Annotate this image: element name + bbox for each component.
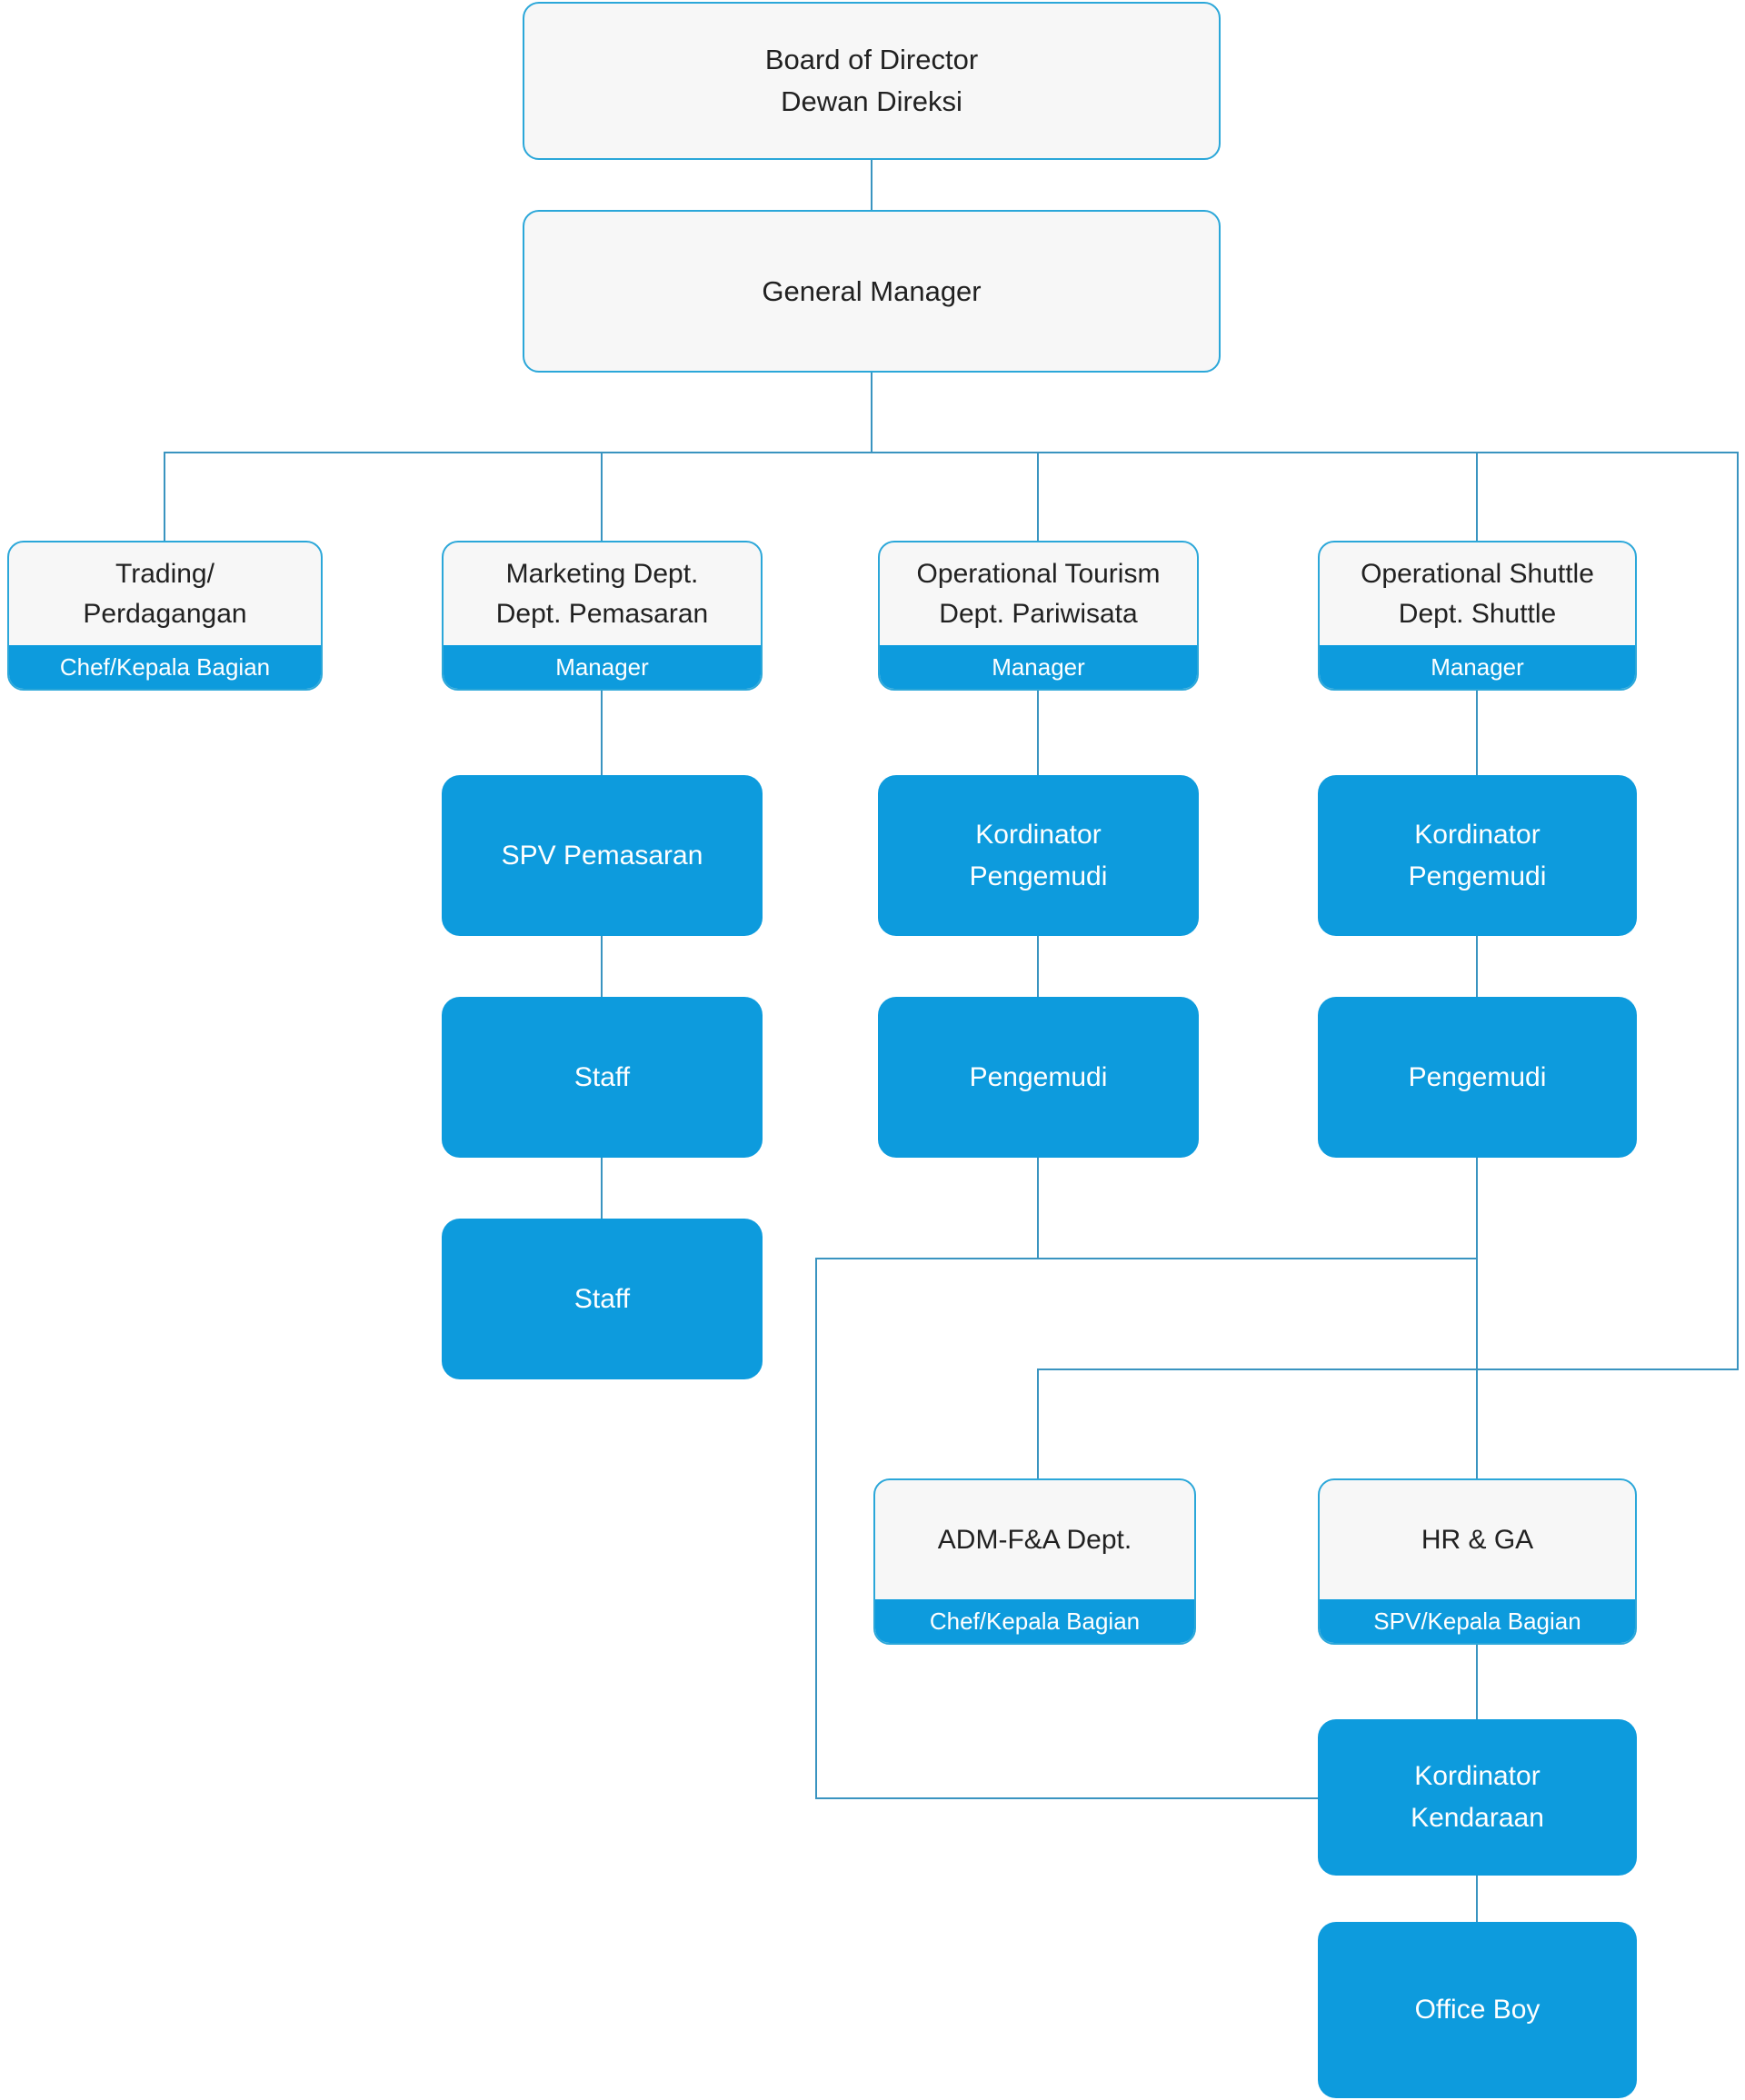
node-title-line1: Operational Shuttle <box>1361 558 1594 589</box>
connector-line <box>1476 1645 1478 1719</box>
node-marketing-dept: Marketing Dept. Dept. Pemasaran Manager <box>442 541 763 691</box>
connector-line <box>601 452 603 541</box>
node-title-line1: Trading/ <box>115 558 214 589</box>
connector-line <box>1476 936 1478 997</box>
connector-line <box>1037 452 1039 541</box>
node-title-line2: Dewan Direksi <box>781 85 962 117</box>
node-title: Trading/ Perdagangan <box>9 542 321 645</box>
node-title-line2: Kendaraan <box>1411 1803 1544 1833</box>
node-office-boy: Office Boy <box>1318 1922 1637 2098</box>
connector-line <box>1476 452 1478 541</box>
node-title: Pengemudi <box>969 1061 1108 1092</box>
node-role-badge: Manager <box>1320 645 1635 689</box>
node-trading: Trading/ Perdagangan Chef/Kepala Bagian <box>7 541 323 691</box>
node-general-manager: General Manager <box>523 210 1221 373</box>
connector-line <box>1037 1368 1039 1478</box>
node-title-line1: Operational Tourism <box>916 558 1161 589</box>
node-role-badge: SPV/Kepala Bagian <box>1320 1599 1635 1643</box>
node-pengemudi-shuttle: Pengemudi <box>1318 997 1637 1158</box>
node-title-line2: Dept. Pemasaran <box>495 598 709 629</box>
node-title-line1: Kordinator <box>1414 819 1541 850</box>
node-title-line2: Pengemudi <box>969 861 1108 891</box>
connector-line <box>871 160 872 210</box>
node-title-line1: ADM-F&A Dept. <box>937 1524 1132 1555</box>
node-title-line2: Dept. Shuttle <box>1398 598 1557 629</box>
node-pengemudi-tourism: Pengemudi <box>878 997 1199 1158</box>
connector-line <box>1737 452 1739 1370</box>
connector-line <box>1476 691 1478 775</box>
node-title: Board of Director Dewan Direksi <box>524 4 1219 158</box>
node-operational-tourism: Operational Tourism Dept. Pariwisata Man… <box>878 541 1199 691</box>
connector-line <box>815 1797 1318 1799</box>
node-title: HR & GA <box>1320 1480 1635 1599</box>
node-title: Pengemudi <box>1408 1061 1547 1092</box>
node-role-badge: Manager <box>444 645 761 689</box>
node-kordinator-pengemudi-shuttle: Kordinator Pengemudi <box>1318 775 1637 936</box>
connector-line <box>601 936 603 997</box>
node-staff-2: Staff <box>442 1219 763 1379</box>
node-role-badge: Chef/Kepala Bagian <box>9 645 321 689</box>
node-title-line2: Perdagangan <box>83 598 247 629</box>
connector-line <box>871 373 872 453</box>
node-title-line1: Marketing Dept. <box>505 558 699 589</box>
node-role-badge: Chef/Kepala Bagian <box>875 1599 1194 1643</box>
node-title: SPV Pemasaran <box>501 840 703 871</box>
node-spv-pemasaran: SPV Pemasaran <box>442 775 763 936</box>
node-title: Staff <box>573 1061 631 1092</box>
node-title-line2: Dept. Pariwisata <box>939 598 1138 629</box>
node-title-line2: Pengemudi <box>1408 861 1547 891</box>
node-hr-ga: HR & GA SPV/Kepala Bagian <box>1318 1478 1637 1645</box>
node-title: ADM-F&A Dept. <box>875 1480 1194 1599</box>
connector-line <box>1037 1368 1739 1370</box>
node-title: Office Boy <box>1414 1995 1541 2025</box>
connector-line <box>815 1258 817 1799</box>
connector-line <box>1037 691 1039 775</box>
node-board-of-director: Board of Director Dewan Direksi <box>523 2 1221 160</box>
node-title: Operational Shuttle Dept. Shuttle <box>1320 542 1635 645</box>
connector-line <box>1476 1876 1478 1922</box>
node-staff-1: Staff <box>442 997 763 1158</box>
node-title-line1: Kordinator <box>975 819 1102 850</box>
node-title: Marketing Dept. Dept. Pemasaran <box>444 542 761 645</box>
connector-line <box>601 1158 603 1219</box>
connector-line <box>165 452 1739 453</box>
node-operational-shuttle: Operational Shuttle Dept. Shuttle Manage… <box>1318 541 1637 691</box>
node-adm-fa-dept: ADM-F&A Dept. Chef/Kepala Bagian <box>873 1478 1196 1645</box>
connector-line <box>1037 936 1039 997</box>
node-kordinator-kendaraan: Kordinator Kendaraan <box>1318 1719 1637 1876</box>
connector-line <box>601 691 603 775</box>
node-kordinator-pengemudi-tourism: Kordinator Pengemudi <box>878 775 1199 936</box>
node-title-line1: Board of Director <box>764 44 979 75</box>
node-title: Staff <box>573 1283 631 1314</box>
node-title-line1: HR & GA <box>1421 1524 1534 1555</box>
node-title: General Manager <box>524 212 1219 371</box>
node-title-line1: Kordinator <box>1414 1761 1541 1791</box>
node-title-line1: General Manager <box>762 274 982 307</box>
connector-line <box>815 1258 1477 1259</box>
connector-line <box>1476 1158 1478 1478</box>
connector-line <box>1037 1158 1039 1259</box>
node-title: Operational Tourism Dept. Pariwisata <box>880 542 1197 645</box>
connector-line <box>164 452 165 541</box>
node-role-badge: Manager <box>880 645 1197 689</box>
